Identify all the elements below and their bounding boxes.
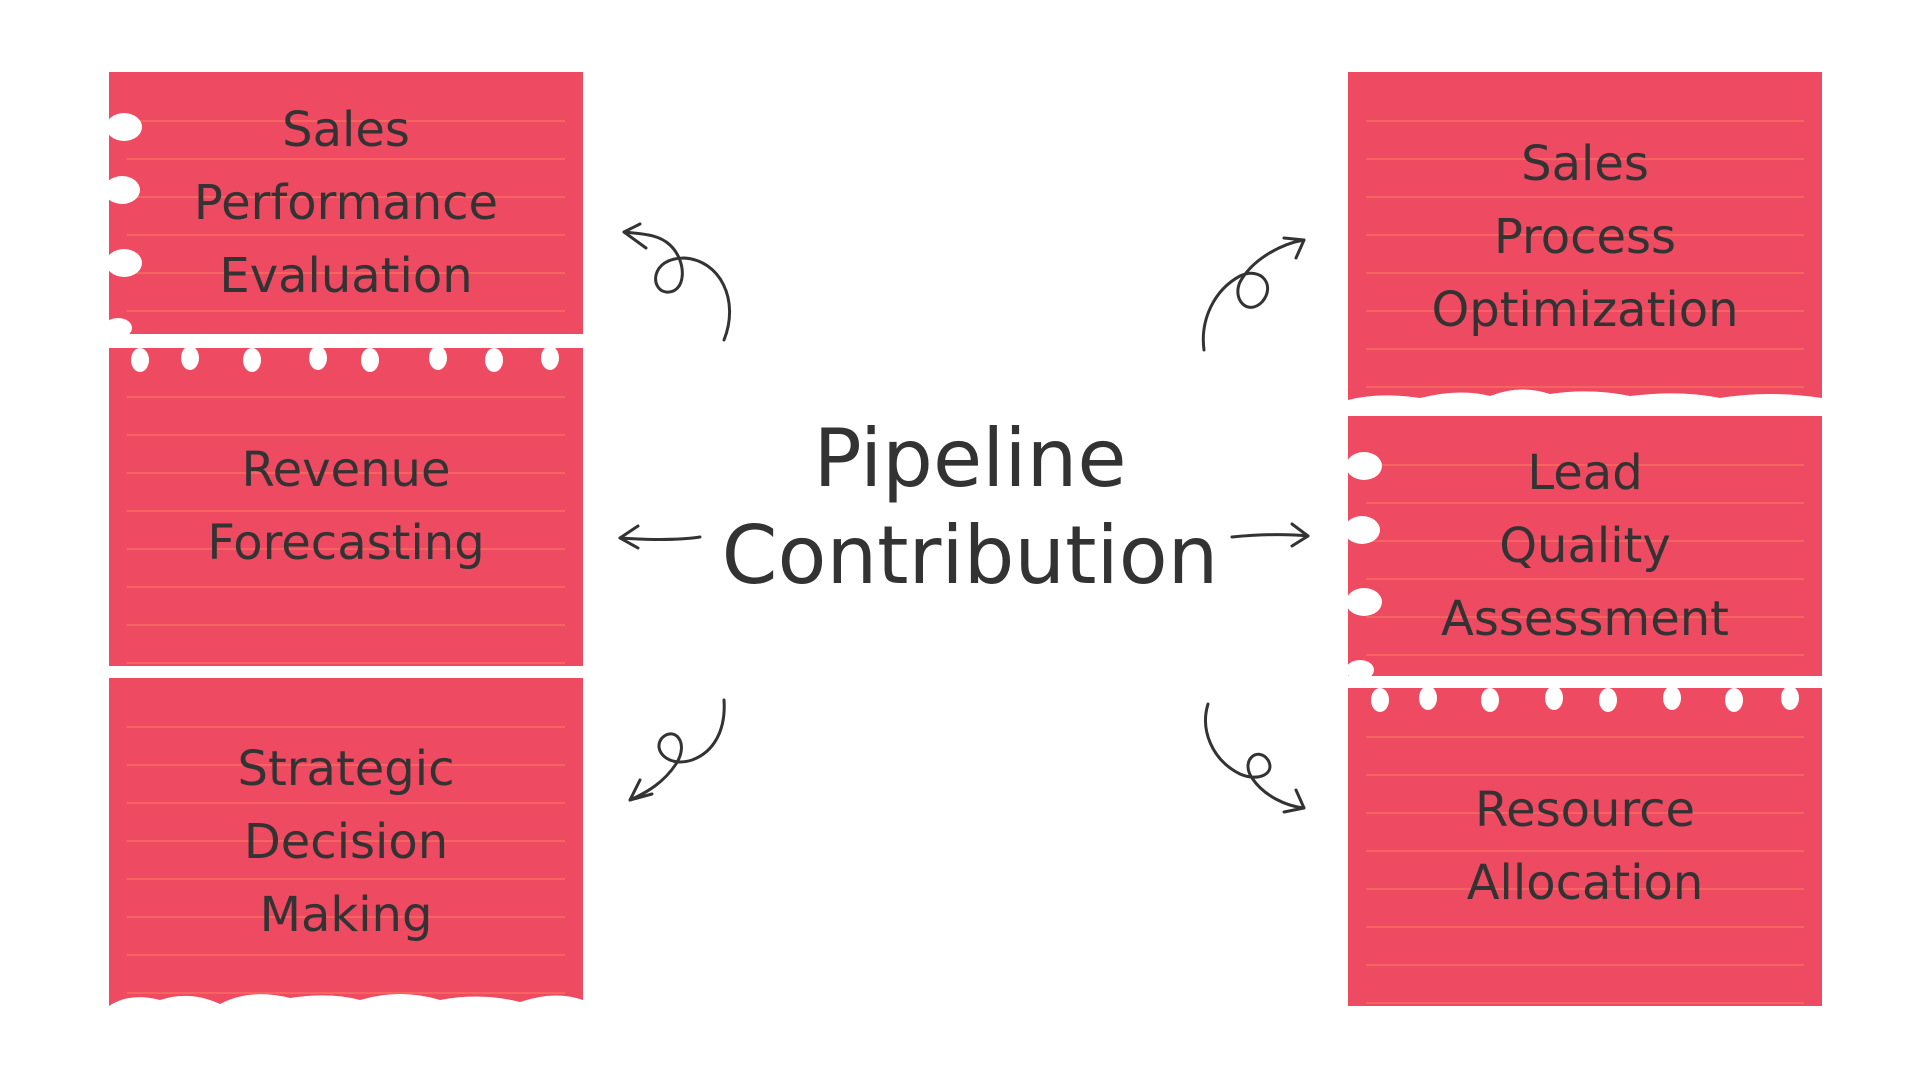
arrow-to-resource-allocation-icon xyxy=(1204,702,1306,814)
note-label: Lead Quality Assessment xyxy=(1441,444,1729,647)
arrow-to-sales-performance-icon xyxy=(622,222,732,342)
page-title: Pipeline Contribution xyxy=(721,412,1219,602)
note-label: Sales Performance Evaluation xyxy=(193,101,499,304)
arrow-to-sales-process-icon xyxy=(1201,236,1306,352)
note-label: Sales Process Optimization xyxy=(1431,135,1739,338)
note-label: Strategic Decision Making xyxy=(237,740,455,943)
arrow-to-strategic-decision-icon xyxy=(628,698,726,802)
arrow-to-revenue-forecasting-icon xyxy=(618,524,702,550)
note-label: Resource Allocation xyxy=(1466,782,1704,911)
arrow-to-lead-quality-icon xyxy=(1230,522,1310,548)
note-label: Revenue Forecasting xyxy=(207,442,485,571)
